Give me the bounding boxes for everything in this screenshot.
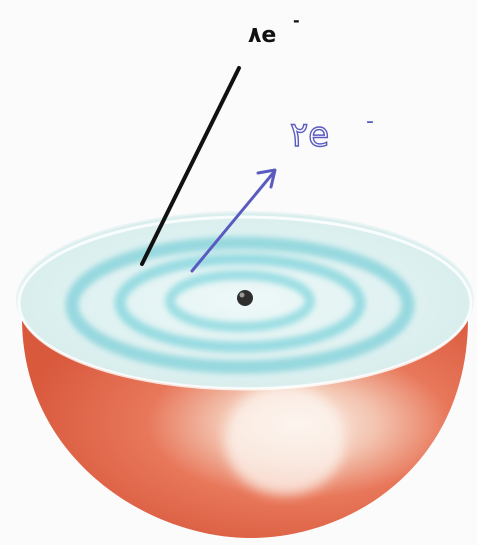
outer-label-pointer xyxy=(140,66,241,266)
nucleus xyxy=(237,290,253,306)
outer-shell-label-charge: - xyxy=(293,11,300,30)
shell-highlight xyxy=(225,385,345,495)
inner-shell-label-charge: - xyxy=(366,109,374,134)
disk-rim xyxy=(17,215,473,391)
nucleus-highlight xyxy=(239,292,245,298)
inner-label-arrow xyxy=(190,168,277,273)
inner-electron-ring xyxy=(165,270,315,332)
middle-electron-ring xyxy=(114,253,366,353)
arrow-head xyxy=(256,168,277,189)
arrow-shaft xyxy=(190,170,276,273)
outer-shell-label: ۸e xyxy=(248,23,276,48)
inner-shell-label: ۲e xyxy=(290,115,329,155)
electron-shells xyxy=(65,236,415,374)
outer-electron-ring xyxy=(65,236,415,374)
